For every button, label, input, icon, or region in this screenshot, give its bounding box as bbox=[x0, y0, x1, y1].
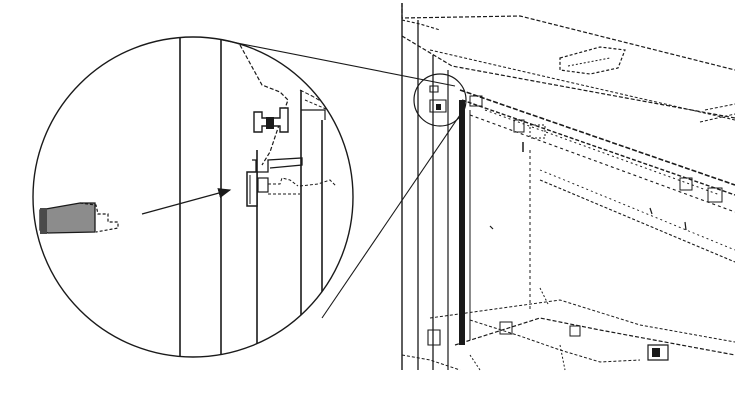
magnified-detail bbox=[32, 36, 354, 358]
clip-part bbox=[39, 202, 119, 234]
main-assembly-view bbox=[401, 3, 735, 371]
magnifier-circle bbox=[32, 36, 354, 358]
installation-arrow bbox=[141, 188, 232, 215]
leader-lines bbox=[221, 39, 463, 319]
zoomed-frame-edges bbox=[179, 37, 341, 357]
